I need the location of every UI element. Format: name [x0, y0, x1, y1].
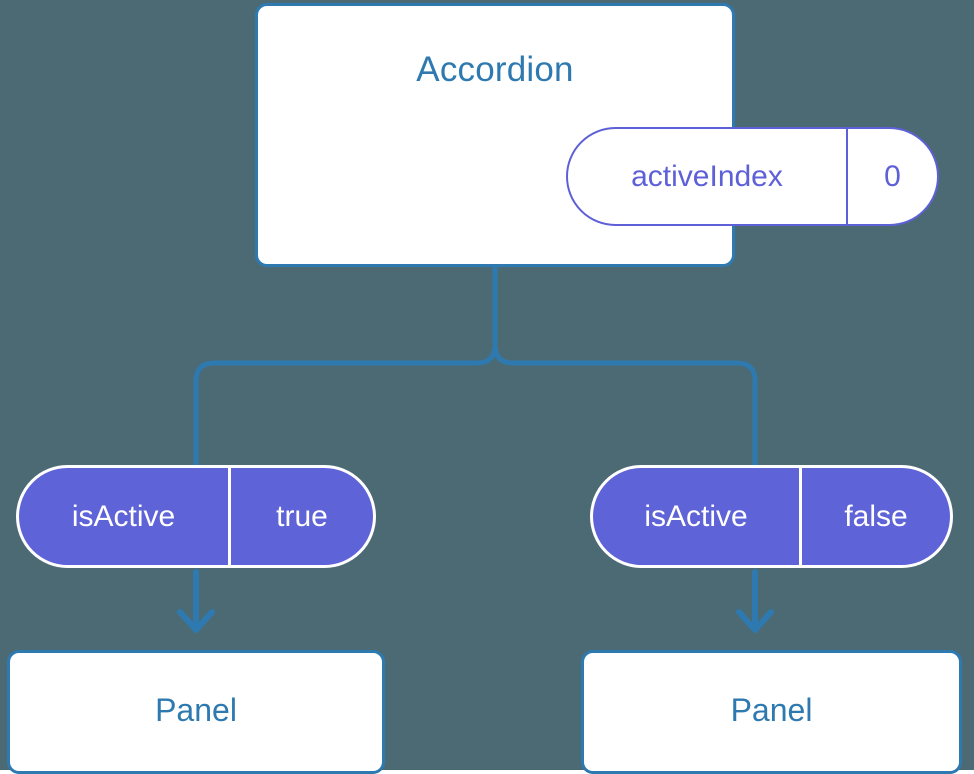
state-pill-isactive-left: isActive true: [16, 465, 376, 568]
state-key-activeindex: activeIndex: [568, 129, 848, 224]
panel-label-right: Panel: [730, 691, 813, 728]
accordion-title: Accordion: [416, 50, 574, 89]
state-pill-activeindex: activeIndex 0: [566, 127, 939, 226]
panel-card-left: Panel: [7, 650, 385, 774]
panel-label-left: Panel: [155, 691, 237, 728]
panel-card-right: Panel: [581, 650, 962, 774]
state-pill-isactive-right: isActive false: [590, 465, 953, 568]
accordion-component-card: Accordion activeIndex 0: [255, 3, 939, 267]
state-value-isactive-left: true: [276, 499, 328, 533]
state-value-isactive-right: false: [844, 499, 908, 533]
state-key-isactive-left: isActive: [19, 468, 231, 565]
state-value-activeindex: 0: [884, 159, 901, 193]
state-key-isactive-right: isActive: [593, 468, 802, 565]
